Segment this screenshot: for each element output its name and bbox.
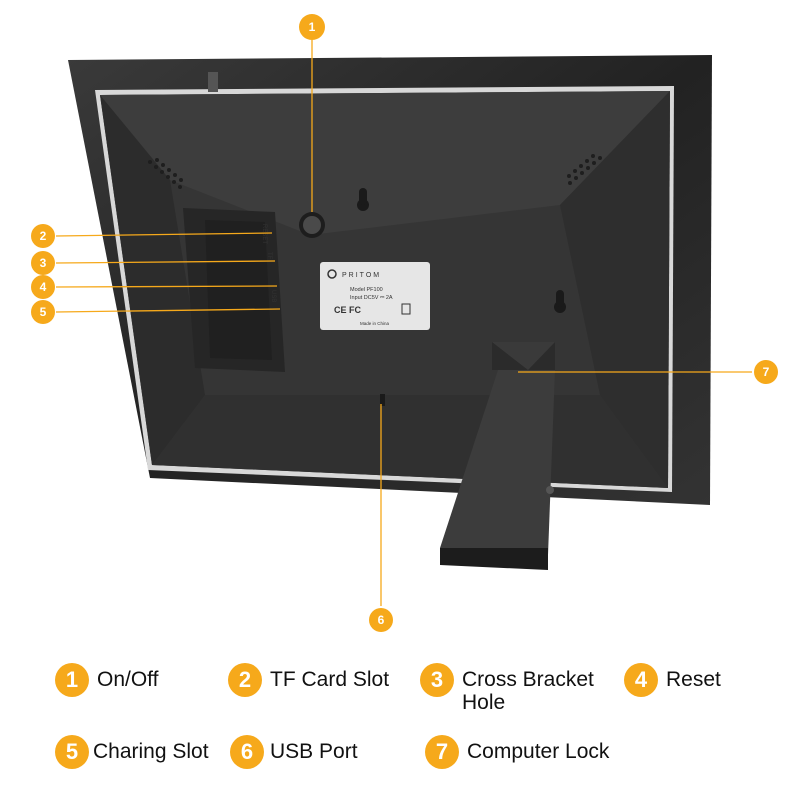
legend-badge: 5 [55,735,89,769]
callout-2: 2 [31,224,55,248]
legend-label: TF Card Slot [270,668,390,691]
legend-item-charging-slot: 5 Charing Slot [55,735,209,769]
svg-text:5: 5 [40,305,47,319]
port-label-reset: RESET [261,224,267,244]
callout-4: 4 [31,275,55,299]
speaker-grill-left [148,158,183,189]
svg-text:4: 4 [40,280,47,294]
callout-lines [55,40,752,606]
callout-6: 6 [369,608,393,632]
legend-item-usb-port: 6 USB Port [230,735,358,769]
hanger-clip [208,72,218,92]
kickstand [440,342,555,570]
legend-badge: 3 [420,663,454,697]
weee-bin-icon [401,303,411,315]
brand-name: PRITOM [342,272,381,279]
legend-badge: 1 [55,663,89,697]
legend-badge: 7 [425,735,459,769]
legend-badge: 2 [228,663,262,697]
lock-slot [380,394,385,406]
legend-label: On/Off [97,668,159,691]
svg-text:7: 7 [763,365,770,379]
legend-label: Reset [666,668,721,691]
port-label-usb: USB [270,290,276,302]
legend-item-on-off: 1 On/Off [55,663,158,697]
callout-7: 7 [754,360,778,384]
photo-frame-back-diagram: RESET TF USB PRITOM Model PF100 Input DC… [31,14,778,632]
speaker-grill-right [567,154,602,185]
legend-item-cross-bracket-hole: 3 Cross Bracket Hole [420,663,612,714]
legend-label: Cross Bracket Hole [462,668,594,714]
port-compartment-inner [205,220,272,360]
legend-label: Charing Slot [93,740,209,763]
model-text: Model PF100 [350,287,383,293]
legend-label: Computer Lock [467,740,610,763]
port-label-tf: TF [266,252,272,260]
callout-1: 1 [299,14,325,40]
svg-text:2: 2 [40,229,47,243]
product-label-plate: PRITOM Model PF100 Input DC5V ⎓ 2A CE FC… [320,262,430,330]
legend-label: USB Port [270,740,358,763]
panel-facet-left [100,95,205,465]
callout-3: 3 [31,251,55,275]
corner-screw [546,486,554,494]
panel-facet-right [560,91,670,488]
legend-item-tf-card-slot: 2 TF Card Slot [228,663,389,697]
cert-marks: CE FC [334,305,362,315]
cross-bracket-hole-top [357,188,369,211]
callout-5: 5 [31,300,55,324]
made-in-text: Made in China [360,321,390,326]
legend-badge: 4 [624,663,658,697]
legend-badge: 6 [230,735,264,769]
svg-text:1: 1 [309,20,316,34]
power-button [303,216,321,234]
panel-facet-top [100,91,670,235]
svg-text:6: 6 [378,613,385,627]
svg-text:3: 3 [40,256,47,270]
legend-item-reset: 4 Reset [624,663,721,697]
input-text: Input DC5V ⎓ 2A [350,295,393,301]
cross-bracket-hole-side [554,290,566,313]
legend-item-computer-lock: 7 Computer Lock [425,735,609,769]
